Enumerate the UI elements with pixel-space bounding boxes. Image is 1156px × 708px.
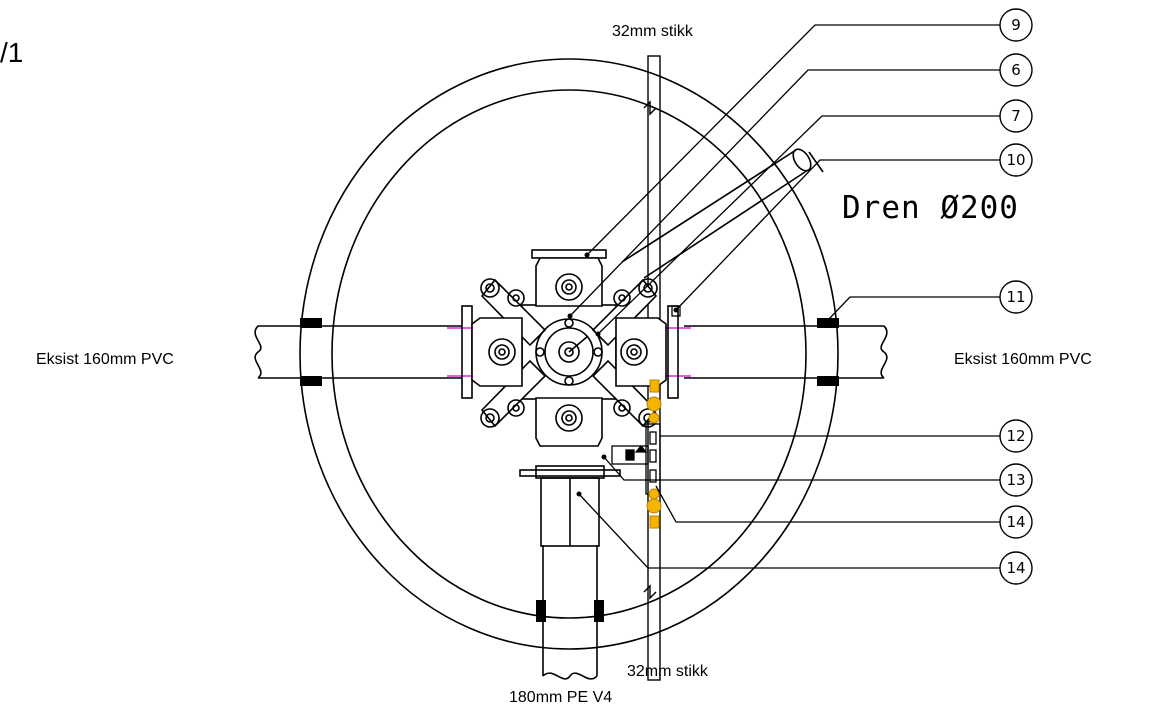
bottom-pipe xyxy=(519,465,621,680)
callout-11: 11 xyxy=(999,280,1033,314)
svg-text:11: 11 xyxy=(1006,288,1025,306)
label-bottom-pipe: 180mm PE V4 xyxy=(509,689,612,706)
leader-lines xyxy=(569,24,1000,569)
right-valve xyxy=(615,305,679,399)
svg-text:13: 13 xyxy=(1006,471,1025,489)
callout-12: 12 xyxy=(999,419,1033,453)
bottom-valve xyxy=(535,397,603,447)
svg-text:7: 7 xyxy=(1011,107,1021,125)
label-left-pipe: Eksist 160mm PVC xyxy=(36,351,174,368)
callout-14-lower: 14 xyxy=(999,551,1033,585)
callout-10: 10 xyxy=(999,143,1033,177)
horizontal-pipe xyxy=(254,325,888,379)
callout-7: 7 xyxy=(999,99,1033,133)
inner-ring xyxy=(331,89,807,619)
svg-text:10: 10 xyxy=(1006,151,1025,169)
svg-text:9: 9 xyxy=(1011,16,1021,34)
central-fitting xyxy=(461,249,679,447)
manhole-rings xyxy=(299,58,839,650)
label-drain: Dren Ø200 xyxy=(842,190,1019,226)
label-bottom-stub: 32mm stikk xyxy=(627,663,709,680)
wall-seals xyxy=(300,318,839,622)
svg-text:14: 14 xyxy=(1006,513,1025,531)
yellow-valves xyxy=(646,379,662,529)
callout-13: 13 xyxy=(999,463,1033,497)
stub-equipment xyxy=(611,305,681,495)
leader-dots xyxy=(567,252,679,497)
label-right-pipe: Eksist 160mm PVC xyxy=(954,351,1092,368)
left-valve xyxy=(461,305,523,399)
label-top-stub: 32mm stikk xyxy=(612,23,694,40)
diagonal-arms xyxy=(480,278,658,428)
outer-ring xyxy=(299,58,839,650)
callout-9: 9 xyxy=(999,8,1033,42)
callout-14-upper: 14 xyxy=(999,505,1033,539)
top-valve xyxy=(531,249,607,307)
svg-text:14: 14 xyxy=(1006,559,1025,577)
svg-text:6: 6 xyxy=(1011,61,1021,79)
svg-text:12: 12 xyxy=(1006,427,1025,445)
callout-6: 6 xyxy=(999,53,1033,87)
sheet-label: /1 xyxy=(0,37,23,68)
